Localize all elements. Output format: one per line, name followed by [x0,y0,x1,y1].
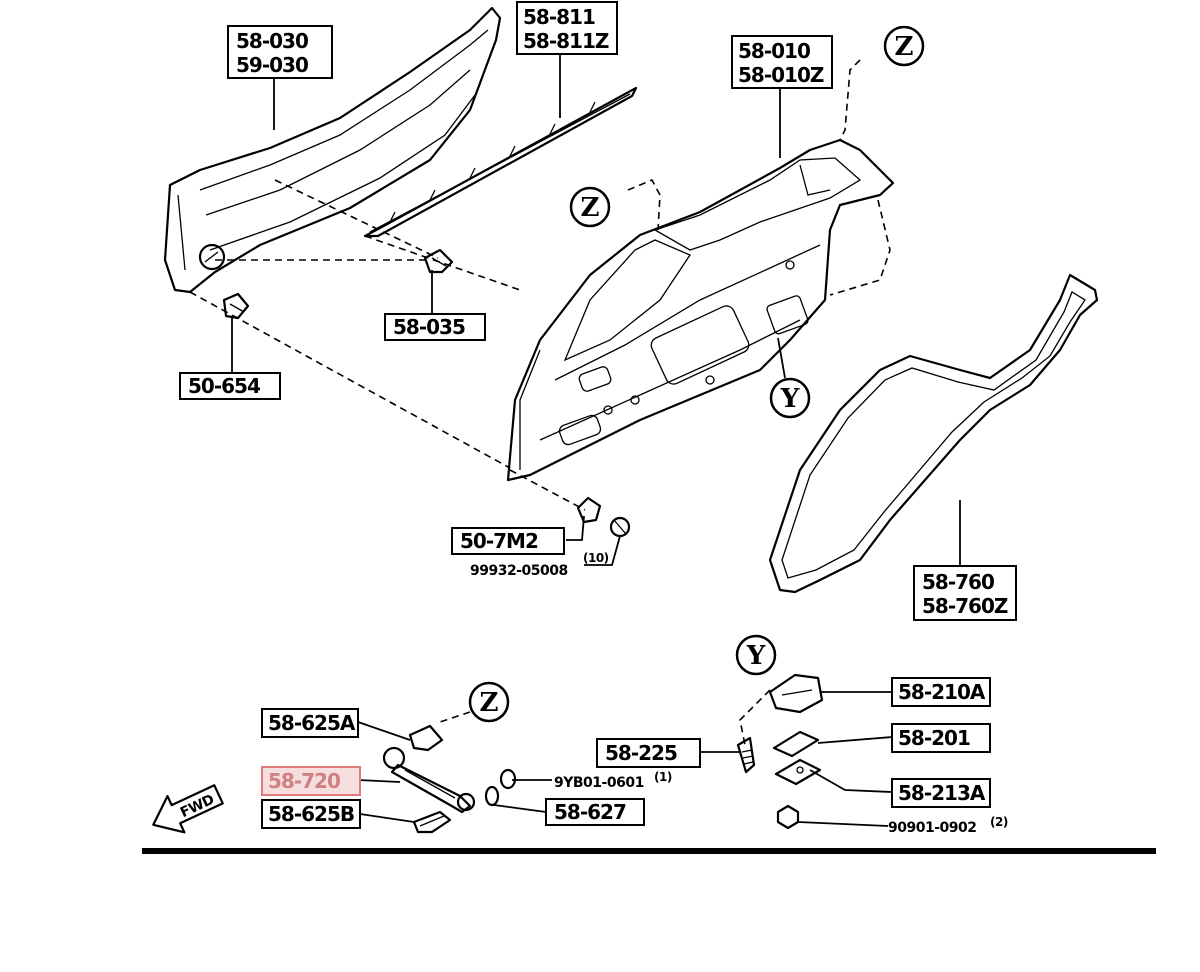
svg-text:58-625B: 58-625B [268,802,354,826]
ref-y-low: Y [735,634,777,676]
door-trim-panel [163,6,502,294]
label-58-625B[interactable]: 58-625B [261,799,361,829]
label-58-010[interactable]: 58-010 58-010Z [731,35,833,89]
label-58-720[interactable]: 58-720 [261,766,361,796]
ref-z-label: Z [895,32,914,62]
svg-text:(2): (2) [990,815,1008,829]
label-58-201[interactable]: 58-201 [891,723,991,753]
label-90901-0902[interactable]: 90901-0902 (2) [888,815,1008,836]
svg-text:58-030: 58-030 [236,29,308,53]
svg-text:59-030: 59-030 [236,53,308,77]
clip-50-7m2 [576,496,602,524]
svg-text:58-720: 58-720 [268,769,340,793]
clip-58-035 [423,248,454,274]
svg-text:58-010Z: 58-010Z [738,63,824,87]
bushing-58-627 [484,768,517,807]
svg-text:99932-05008: 99932-05008 [470,563,568,579]
shim-58-201 [772,730,820,758]
check-link-58-720 [382,746,476,814]
ref-y-label: Y [746,641,766,671]
label-99932-05008[interactable]: 99932-05008 (10) [470,551,609,579]
screw-99932 [609,516,631,538]
bolt-58-225 [736,736,756,774]
fwd-label: FWD [178,792,217,821]
nut-90901 [776,804,800,830]
svg-text:50-7M2: 50-7M2 [460,529,538,553]
label-58-030[interactable]: 58-030 59-030 [227,25,333,79]
label-58-811[interactable]: 58-811 58-811Z [516,1,618,55]
svg-text:58-201: 58-201 [898,726,970,750]
svg-text:90901-0902: 90901-0902 [888,820,976,836]
label-58-210A[interactable]: 58-210A [891,677,991,707]
grommet-50-654 [222,292,250,320]
ref-z-low: Z [468,681,510,723]
svg-text:(1): (1) [654,770,672,784]
door-seal [768,273,1099,594]
leader-lines [231,52,961,827]
ref-z-mid: Z [569,186,611,228]
label-58-625A[interactable]: 58-625A [261,708,359,738]
svg-text:58-213A: 58-213A [898,781,986,805]
fwd-arrow: FWD [152,784,224,834]
svg-text:58-010: 58-010 [738,39,810,63]
svg-text:58-811: 58-811 [523,5,595,29]
svg-text:58-625A: 58-625A [268,711,356,735]
striker-58-210A [768,673,824,714]
ref-z-label: Z [581,193,600,223]
ref-y-mid: Y [769,377,811,419]
svg-text:58-811Z: 58-811Z [523,29,609,53]
label-50-7m2[interactable]: 50-7M2 [451,527,565,555]
assembly-lines [189,59,891,746]
label-9yb01-0601[interactable]: 9YB01-0601 (1) [554,770,672,791]
label-50-654[interactable]: 50-654 [179,372,281,400]
label-58-760[interactable]: 58-760 58-760Z [913,565,1017,621]
door-shell [506,138,895,482]
svg-text:58-627: 58-627 [554,800,626,824]
svg-text:58-760Z: 58-760Z [922,594,1008,618]
svg-text:50-654: 50-654 [188,374,260,398]
plate-58-213A [774,758,822,786]
svg-text:9YB01-0601: 9YB01-0601 [554,775,644,791]
svg-text:58-225: 58-225 [605,741,677,765]
label-58-627[interactable]: 58-627 [545,798,645,826]
bracket-58-625B [412,810,452,834]
ref-y-label: Y [780,384,800,414]
svg-text:58-760: 58-760 [922,570,994,594]
svg-text:(10): (10) [583,551,609,565]
svg-text:58-210A: 58-210A [898,680,986,704]
ref-z-top: Z [883,25,925,67]
label-58-035[interactable]: 58-035 [384,313,486,341]
bracket-58-625A [408,724,444,752]
ref-z-label: Z [480,688,499,718]
label-58-213A[interactable]: 58-213A [891,778,991,808]
label-58-225[interactable]: 58-225 [596,738,701,768]
svg-text:58-035: 58-035 [393,315,465,339]
